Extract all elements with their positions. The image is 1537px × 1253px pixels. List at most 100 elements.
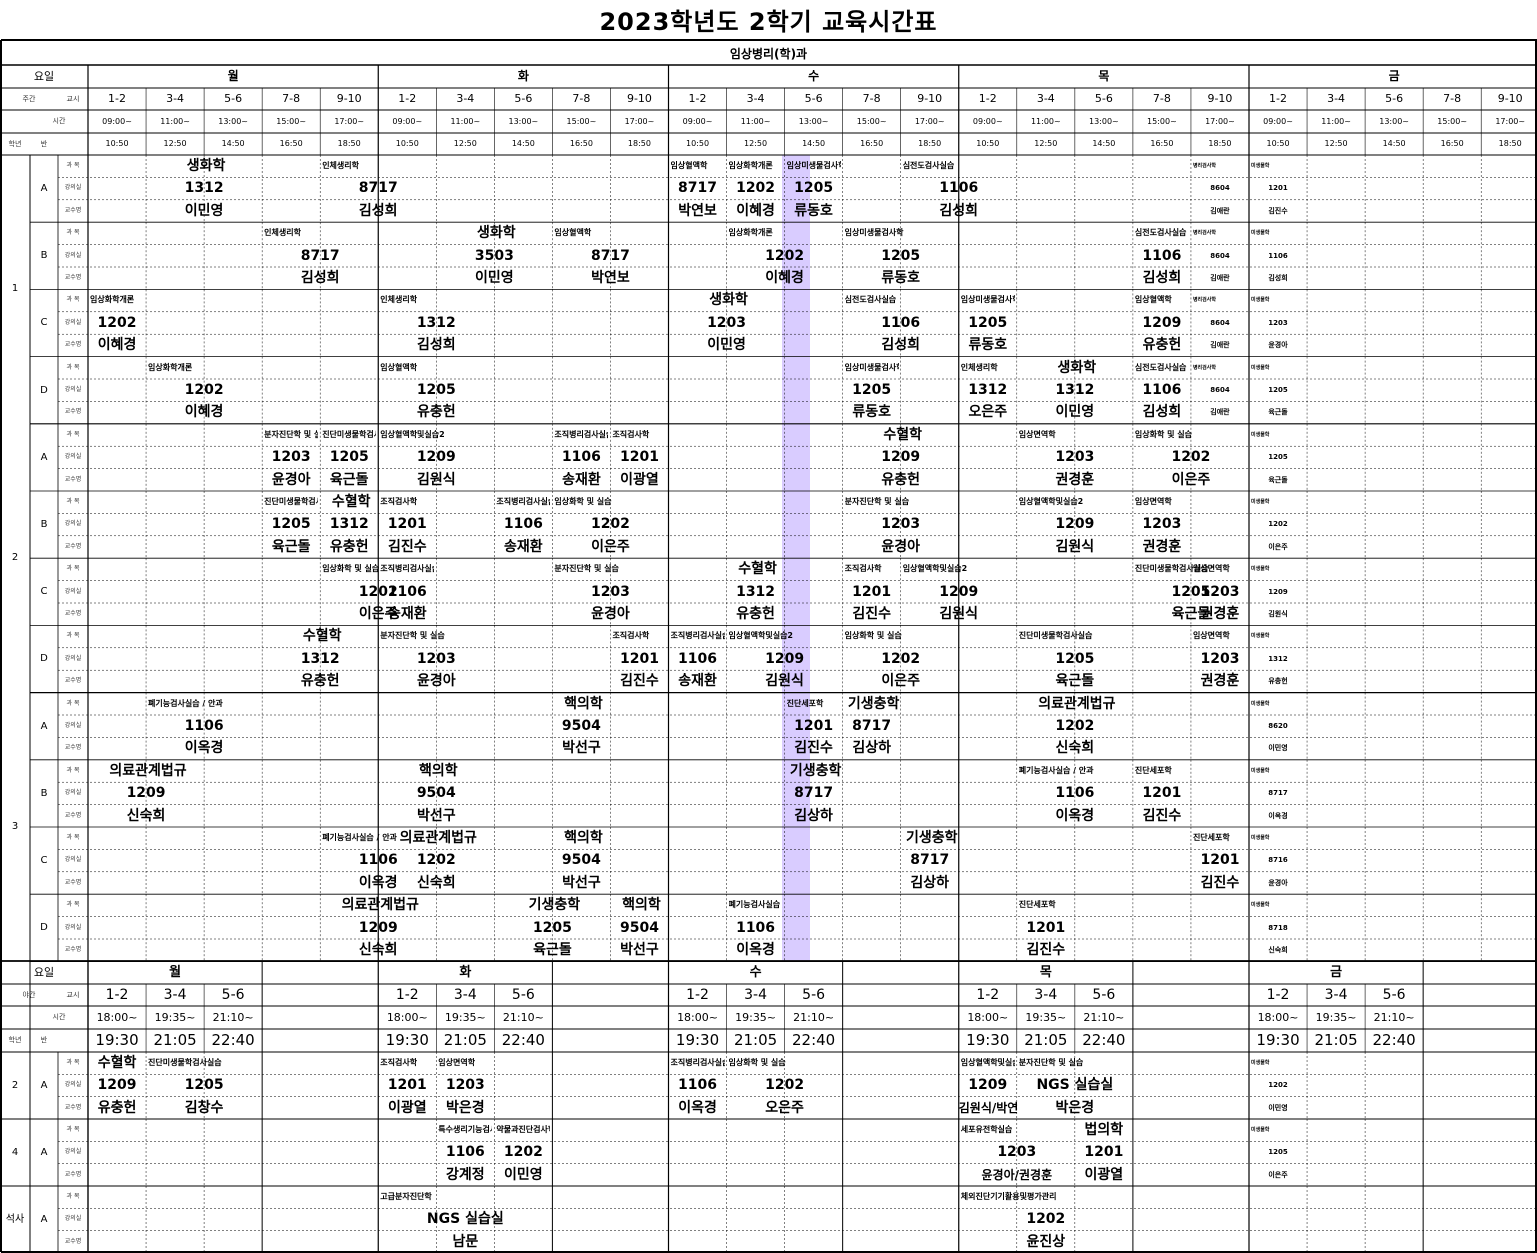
course-name: 진단미생물학검사실습 <box>1018 631 1093 641</box>
classroom: 9504 <box>561 852 601 869</box>
classroom: 1202 <box>765 247 805 264</box>
night-end-time: 22:40 <box>211 1031 255 1049</box>
course-name: 임상화학 및 실습 <box>728 1058 786 1067</box>
row-label: 과 목 <box>66 766 80 774</box>
classroom: 1205 <box>184 1077 224 1094</box>
corner-label-sigan-night: 시간 <box>52 1013 66 1021</box>
corner-label-hakneon-night: 학년 <box>8 1036 22 1044</box>
professor: 권경훈 <box>1055 471 1095 488</box>
course-name: 핵의학 <box>564 695 603 712</box>
course-name: 임상미생물검사학 <box>786 161 841 170</box>
classroom: 1106 <box>561 449 601 466</box>
course-name: 체외진단기기활용및평가관리 <box>960 1192 1057 1201</box>
classroom: 1209 <box>1055 516 1095 533</box>
row-label: 강의실 <box>64 386 82 393</box>
row-label: 과 목 <box>66 565 80 573</box>
course-name: 임상화학 및 실습 <box>844 631 902 641</box>
period-label: 7-8 <box>572 92 591 105</box>
course-name: 약물과진단검사학 <box>496 1125 551 1134</box>
classroom: 1209 <box>416 449 456 466</box>
course-name: 임상화학개론 <box>728 228 773 238</box>
professor: 김애란 <box>1210 274 1230 282</box>
end-time: 14:50 <box>511 139 535 148</box>
night-period-label: 1-2 <box>976 987 1000 1003</box>
classroom: 1203 <box>1200 583 1240 600</box>
classroom: 1201 <box>1268 184 1288 193</box>
start-time: 11:00~ <box>1321 117 1351 126</box>
professor: 권경훈 <box>1142 538 1182 555</box>
professor: 김원식 <box>416 471 456 488</box>
course-name: 의료관계법규 <box>1038 695 1116 712</box>
corner-label-gyosi-night: 교시 <box>66 991 80 999</box>
row-label: 교수명 <box>64 677 82 685</box>
row-label: 교수명 <box>64 610 82 617</box>
professor: 이민영 <box>1268 744 1288 753</box>
classroom: 1209 <box>881 449 921 466</box>
professor: 박연보 <box>591 270 630 286</box>
corner-label-ban-night: 반 <box>40 1036 48 1044</box>
course-name: 핵의학 <box>418 762 458 779</box>
night-start-time: 19:35~ <box>1315 1011 1357 1024</box>
night-period-label: 1-2 <box>105 987 129 1003</box>
ban-label: C <box>40 586 48 598</box>
classroom: 1201 <box>1026 919 1066 936</box>
classroom: 8620 <box>1268 722 1288 730</box>
professor: 이민영 <box>1055 404 1095 421</box>
course-name: 심전도검사실습 <box>844 295 897 305</box>
row-label: 과 목 <box>66 498 80 505</box>
night-end-time: 21:05 <box>443 1031 487 1049</box>
classroom: 1106 <box>678 1077 717 1094</box>
classroom: 1202 <box>184 382 224 398</box>
end-time: 16:50 <box>1440 139 1464 148</box>
course-name: 임상혈액학및실습2 <box>728 631 793 641</box>
professor: 송재환 <box>678 673 717 690</box>
course-name: 병리검사학 <box>1192 297 1216 304</box>
professor: 유충헌 <box>416 404 456 421</box>
professor: 김진수 <box>1026 942 1066 958</box>
start-time: 17:00~ <box>1495 117 1526 126</box>
classroom: 1106 <box>445 1144 485 1161</box>
row-label: 과 목 <box>66 1126 80 1133</box>
ban-label: D <box>40 653 48 665</box>
professor: 신숙희 <box>1055 740 1095 757</box>
end-time: 10:50 <box>395 139 419 148</box>
ban-label: A <box>40 451 48 463</box>
start-time: 15:00~ <box>856 117 887 126</box>
period-label: 9-10 <box>336 92 362 105</box>
period-label: 3-4 <box>746 92 765 105</box>
row-label: 과 목 <box>66 162 80 169</box>
professor: 박선구 <box>416 807 456 824</box>
night-day-header-1: 화 <box>459 965 472 980</box>
professor: 육근돌 <box>1171 606 1211 622</box>
row-label: 강의실 <box>64 1148 82 1156</box>
course-name: 미생물학 <box>1251 163 1270 169</box>
classroom: 8717 <box>358 180 398 197</box>
professor: 이은주 <box>1171 471 1211 488</box>
row-label: 교수명 <box>64 878 82 886</box>
classroom: 8604 <box>1210 251 1230 260</box>
night-start-time: 19:35~ <box>735 1011 777 1024</box>
professor: 유충헌 <box>736 606 775 622</box>
course-name: 미생물학 <box>1251 297 1270 304</box>
course-name: 수혈학 <box>97 1055 137 1071</box>
course-name: 생화학 <box>477 225 516 242</box>
course-name: 조직병리검사실습 <box>496 497 551 506</box>
classroom: 1202 <box>1026 1211 1066 1228</box>
professor: 이옥경 <box>1268 811 1288 820</box>
row-label: 강의실 <box>64 654 82 662</box>
course-name: 진단세포학 <box>1192 833 1230 842</box>
night-period-label: 1-2 <box>686 987 709 1003</box>
course-name: 분자진단학 및 실습 <box>554 564 619 574</box>
start-time: 11:00~ <box>450 117 481 126</box>
professor: 김성희 <box>1268 274 1288 282</box>
night-end-time: 22:40 <box>1082 1031 1126 1049</box>
course-name: 진단미생물학검사실습 <box>264 497 318 506</box>
night-end-time: 21:05 <box>1314 1031 1358 1049</box>
course-name: 임상화학개론 <box>148 362 193 372</box>
professor: 김상하 <box>852 740 891 757</box>
professor: 윤경아 <box>591 606 630 622</box>
page-subtitle: 임상병리(학)과 <box>729 47 808 61</box>
end-time: 18:50 <box>627 139 651 148</box>
professor: 이혜경 <box>97 337 137 354</box>
